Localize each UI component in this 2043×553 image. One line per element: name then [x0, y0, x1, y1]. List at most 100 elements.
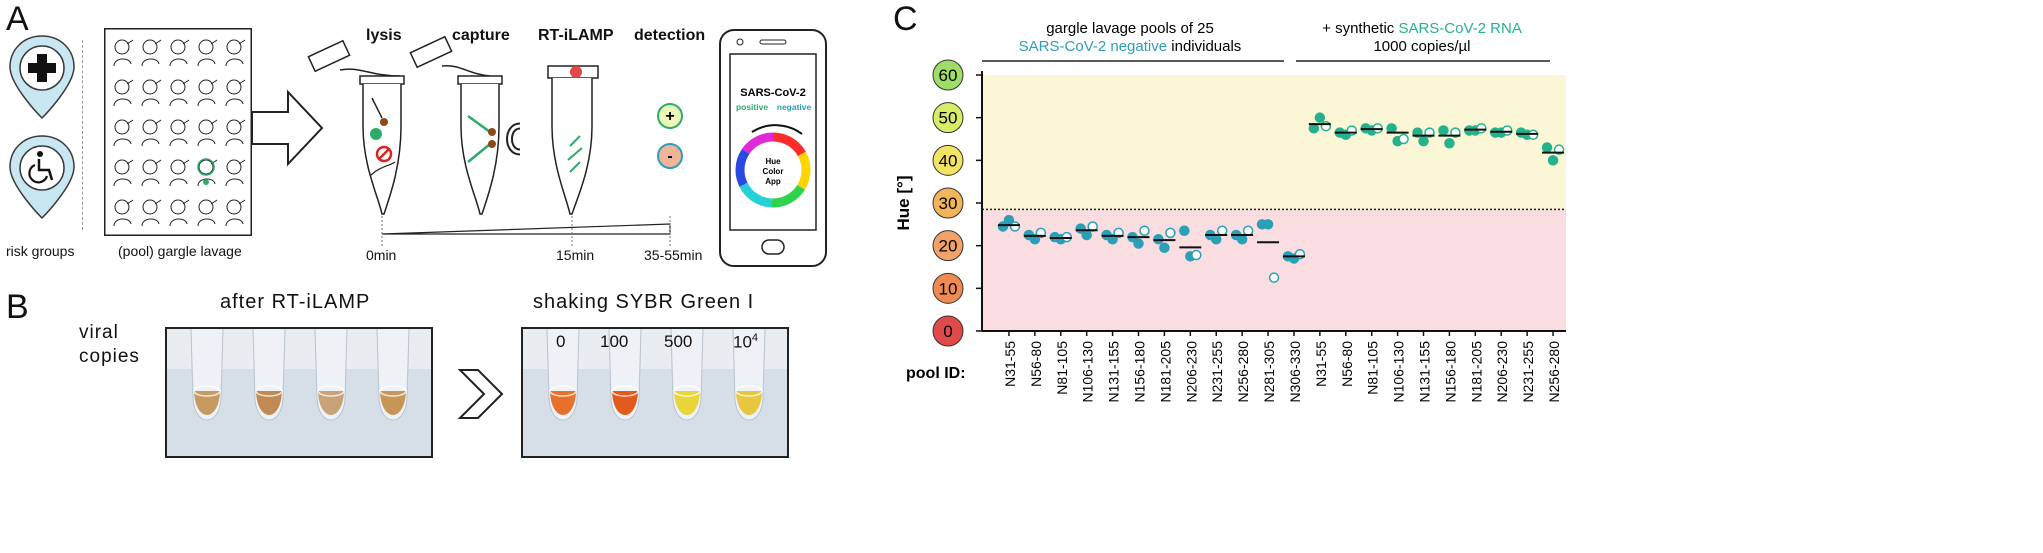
x-tick-label: N181-205	[1157, 341, 1173, 403]
photo-sybr-green	[521, 327, 789, 458]
negative-symbol: -	[667, 148, 672, 165]
phone-title: SARS-CoV-2	[740, 87, 805, 99]
sample-liquid	[380, 391, 406, 415]
data-point	[1386, 123, 1397, 134]
pool-grid	[104, 28, 252, 236]
data-point	[1398, 133, 1409, 145]
copies-base: 10	[733, 332, 752, 352]
y-tick-label: 0	[943, 322, 952, 341]
liquid-meniscus	[673, 385, 701, 397]
data-point	[1081, 229, 1092, 241]
positive-zone	[982, 75, 1566, 210]
b-right-title: shaking SYBR Green I	[533, 291, 755, 313]
workflow-tubes	[307, 36, 683, 246]
copies-label: copies	[79, 346, 140, 367]
data-point	[1438, 125, 1449, 136]
home-button	[761, 239, 785, 255]
x-tick-label: N306-330	[1287, 341, 1303, 403]
step-rt-ilamp: RT-iLAMP	[538, 27, 614, 44]
y-tick-label: 40	[939, 151, 958, 170]
data-point	[1133, 238, 1144, 249]
flow-arrow	[252, 89, 324, 167]
data-point	[1541, 142, 1553, 153]
left-tube-set	[167, 329, 431, 456]
y-tick-circle	[932, 187, 964, 219]
x-tick-label: N206-230	[1494, 341, 1510, 403]
y-tick-circle	[932, 144, 964, 176]
data-point	[1179, 225, 1190, 236]
data-point	[1476, 123, 1487, 134]
y-tick-label: 50	[939, 109, 958, 128]
data-point	[1320, 120, 1332, 132]
time-0: 0min	[366, 247, 397, 263]
x-tick-label: N81-105	[1365, 341, 1381, 395]
copies-0: 0	[556, 332, 566, 351]
data-point	[1009, 221, 1021, 232]
sample-liquid	[550, 391, 576, 415]
sample-liquid	[736, 391, 762, 415]
x-tick-label: N256-280	[1235, 341, 1251, 403]
liquid-meniscus	[317, 385, 345, 397]
data-point	[1139, 225, 1150, 236]
risk-groups-label: risk groups	[6, 243, 75, 259]
y-tick-circle	[932, 59, 964, 91]
sample-liquid	[256, 391, 282, 415]
group-pos-highlight: SARS-CoV-2 RNA	[1398, 20, 1521, 37]
wheelchair-icon	[9, 135, 75, 220]
data-point	[1346, 125, 1358, 136]
step-capture: capture	[452, 27, 510, 44]
app-line-3: App	[765, 177, 781, 186]
copies-500: 500	[664, 332, 693, 351]
data-point	[1501, 125, 1513, 136]
risk-group-pins	[9, 35, 75, 220]
x-tick-label: N81-105	[1054, 341, 1070, 395]
data-point	[1107, 234, 1118, 245]
x-tick-label: N156-180	[1132, 341, 1148, 403]
viral-label: viral	[79, 322, 119, 343]
detection-results	[657, 103, 683, 169]
y-tick-label: 30	[939, 194, 958, 213]
time-wedge	[381, 223, 671, 235]
data-point	[1444, 138, 1455, 149]
group-neg-highlight: SARS-CoV-2 negative	[1019, 38, 1167, 55]
chevron-right-icon	[457, 369, 504, 419]
time-15: 15min	[556, 247, 595, 263]
x-tick-label: N106-130	[1080, 341, 1096, 403]
x-tick-label: N231-255	[1209, 341, 1225, 403]
sample-liquid	[612, 391, 638, 415]
sample-liquid	[674, 391, 700, 415]
copies-exponent: 4	[751, 332, 759, 344]
data-point	[1294, 248, 1306, 260]
y-axis-label: Hue [°]	[894, 176, 913, 231]
group-pos-line1: + synthetic SARS-CoV-2 RNA	[1322, 20, 1522, 37]
data-point	[1242, 225, 1254, 236]
group-neg-line2: SARS-CoV-2 negative individuals	[1019, 38, 1242, 55]
y-tick-circle	[932, 230, 964, 262]
positive-symbol: +	[665, 108, 674, 125]
sample-liquid	[194, 391, 220, 415]
sample-liquid	[318, 391, 344, 415]
x-tick-label: N31-55	[1313, 341, 1329, 387]
data-point	[1029, 234, 1041, 245]
copies-10e4: 104	[733, 332, 758, 353]
step-detection: detection	[634, 27, 706, 44]
data-point	[1547, 155, 1559, 166]
copies-100: 100	[600, 332, 629, 351]
data-point	[1418, 135, 1429, 147]
x-tick-label: N206-230	[1183, 341, 1199, 403]
x-tick-label: N181-205	[1468, 341, 1484, 403]
infected-person-icon	[197, 158, 215, 176]
data-point	[1236, 234, 1248, 245]
rt-ilamp-tube	[547, 65, 599, 215]
y-tick-circle	[932, 102, 964, 134]
detection-symbols: + -	[665, 108, 674, 165]
x-tick-label: N281-305	[1261, 341, 1277, 403]
data-point	[1268, 272, 1280, 283]
data-point	[1308, 123, 1320, 134]
liquid-meniscus	[379, 385, 407, 397]
x-tick-label: N56-80	[1339, 341, 1355, 387]
x-tick-label: N256-280	[1546, 341, 1562, 403]
app-line-1: Hue	[765, 157, 781, 166]
step-lysis: lysis	[366, 27, 402, 44]
